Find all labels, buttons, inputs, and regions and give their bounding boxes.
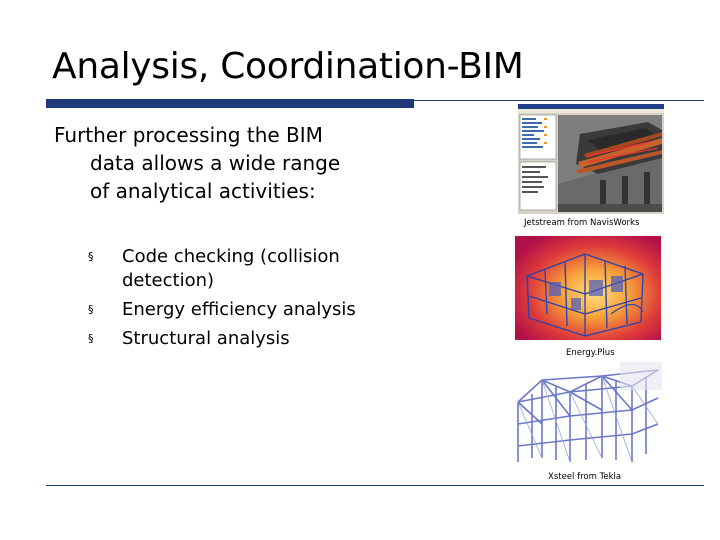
figure-caption: Jetstream from NavisWorks: [524, 218, 640, 228]
bullet-text: Energy efficiency analysis: [122, 299, 356, 320]
bullet-text: Code checking (collision detection): [122, 246, 340, 291]
figure-caption: Energy.Plus: [566, 348, 615, 358]
slide-title: Analysis, Coordination-BIM: [52, 46, 524, 87]
bullet-item: § Structural analysis: [88, 327, 418, 351]
bullet-marker: §: [88, 250, 94, 263]
intro-paragraph: Further processing the BIM data allows a…: [54, 121, 434, 205]
figure-caption: Xsteel from Tekla: [548, 472, 622, 482]
bullet-marker: §: [88, 332, 94, 345]
steel-frame-model-image: [512, 362, 662, 466]
intro-line: of analytical activities:: [90, 179, 316, 203]
bullet-text: Structural analysis: [122, 328, 290, 349]
energy-heatmap-model-image: [515, 236, 661, 340]
footer-rule: [46, 485, 704, 486]
bullet-item: § Code checking (collision detection): [88, 245, 418, 293]
bullet-list: § Code checking (collision detection) § …: [88, 245, 418, 356]
title-underline-thick: [46, 99, 414, 108]
intro-line: Further processing the BIM: [54, 123, 323, 147]
intro-line: data allows a wide range: [90, 151, 341, 175]
navisworks-screenshot-image: [518, 104, 664, 214]
bullet-item: § Energy efficiency analysis: [88, 298, 418, 322]
bullet-marker: §: [88, 303, 94, 316]
title-underline-thin: [414, 100, 704, 101]
